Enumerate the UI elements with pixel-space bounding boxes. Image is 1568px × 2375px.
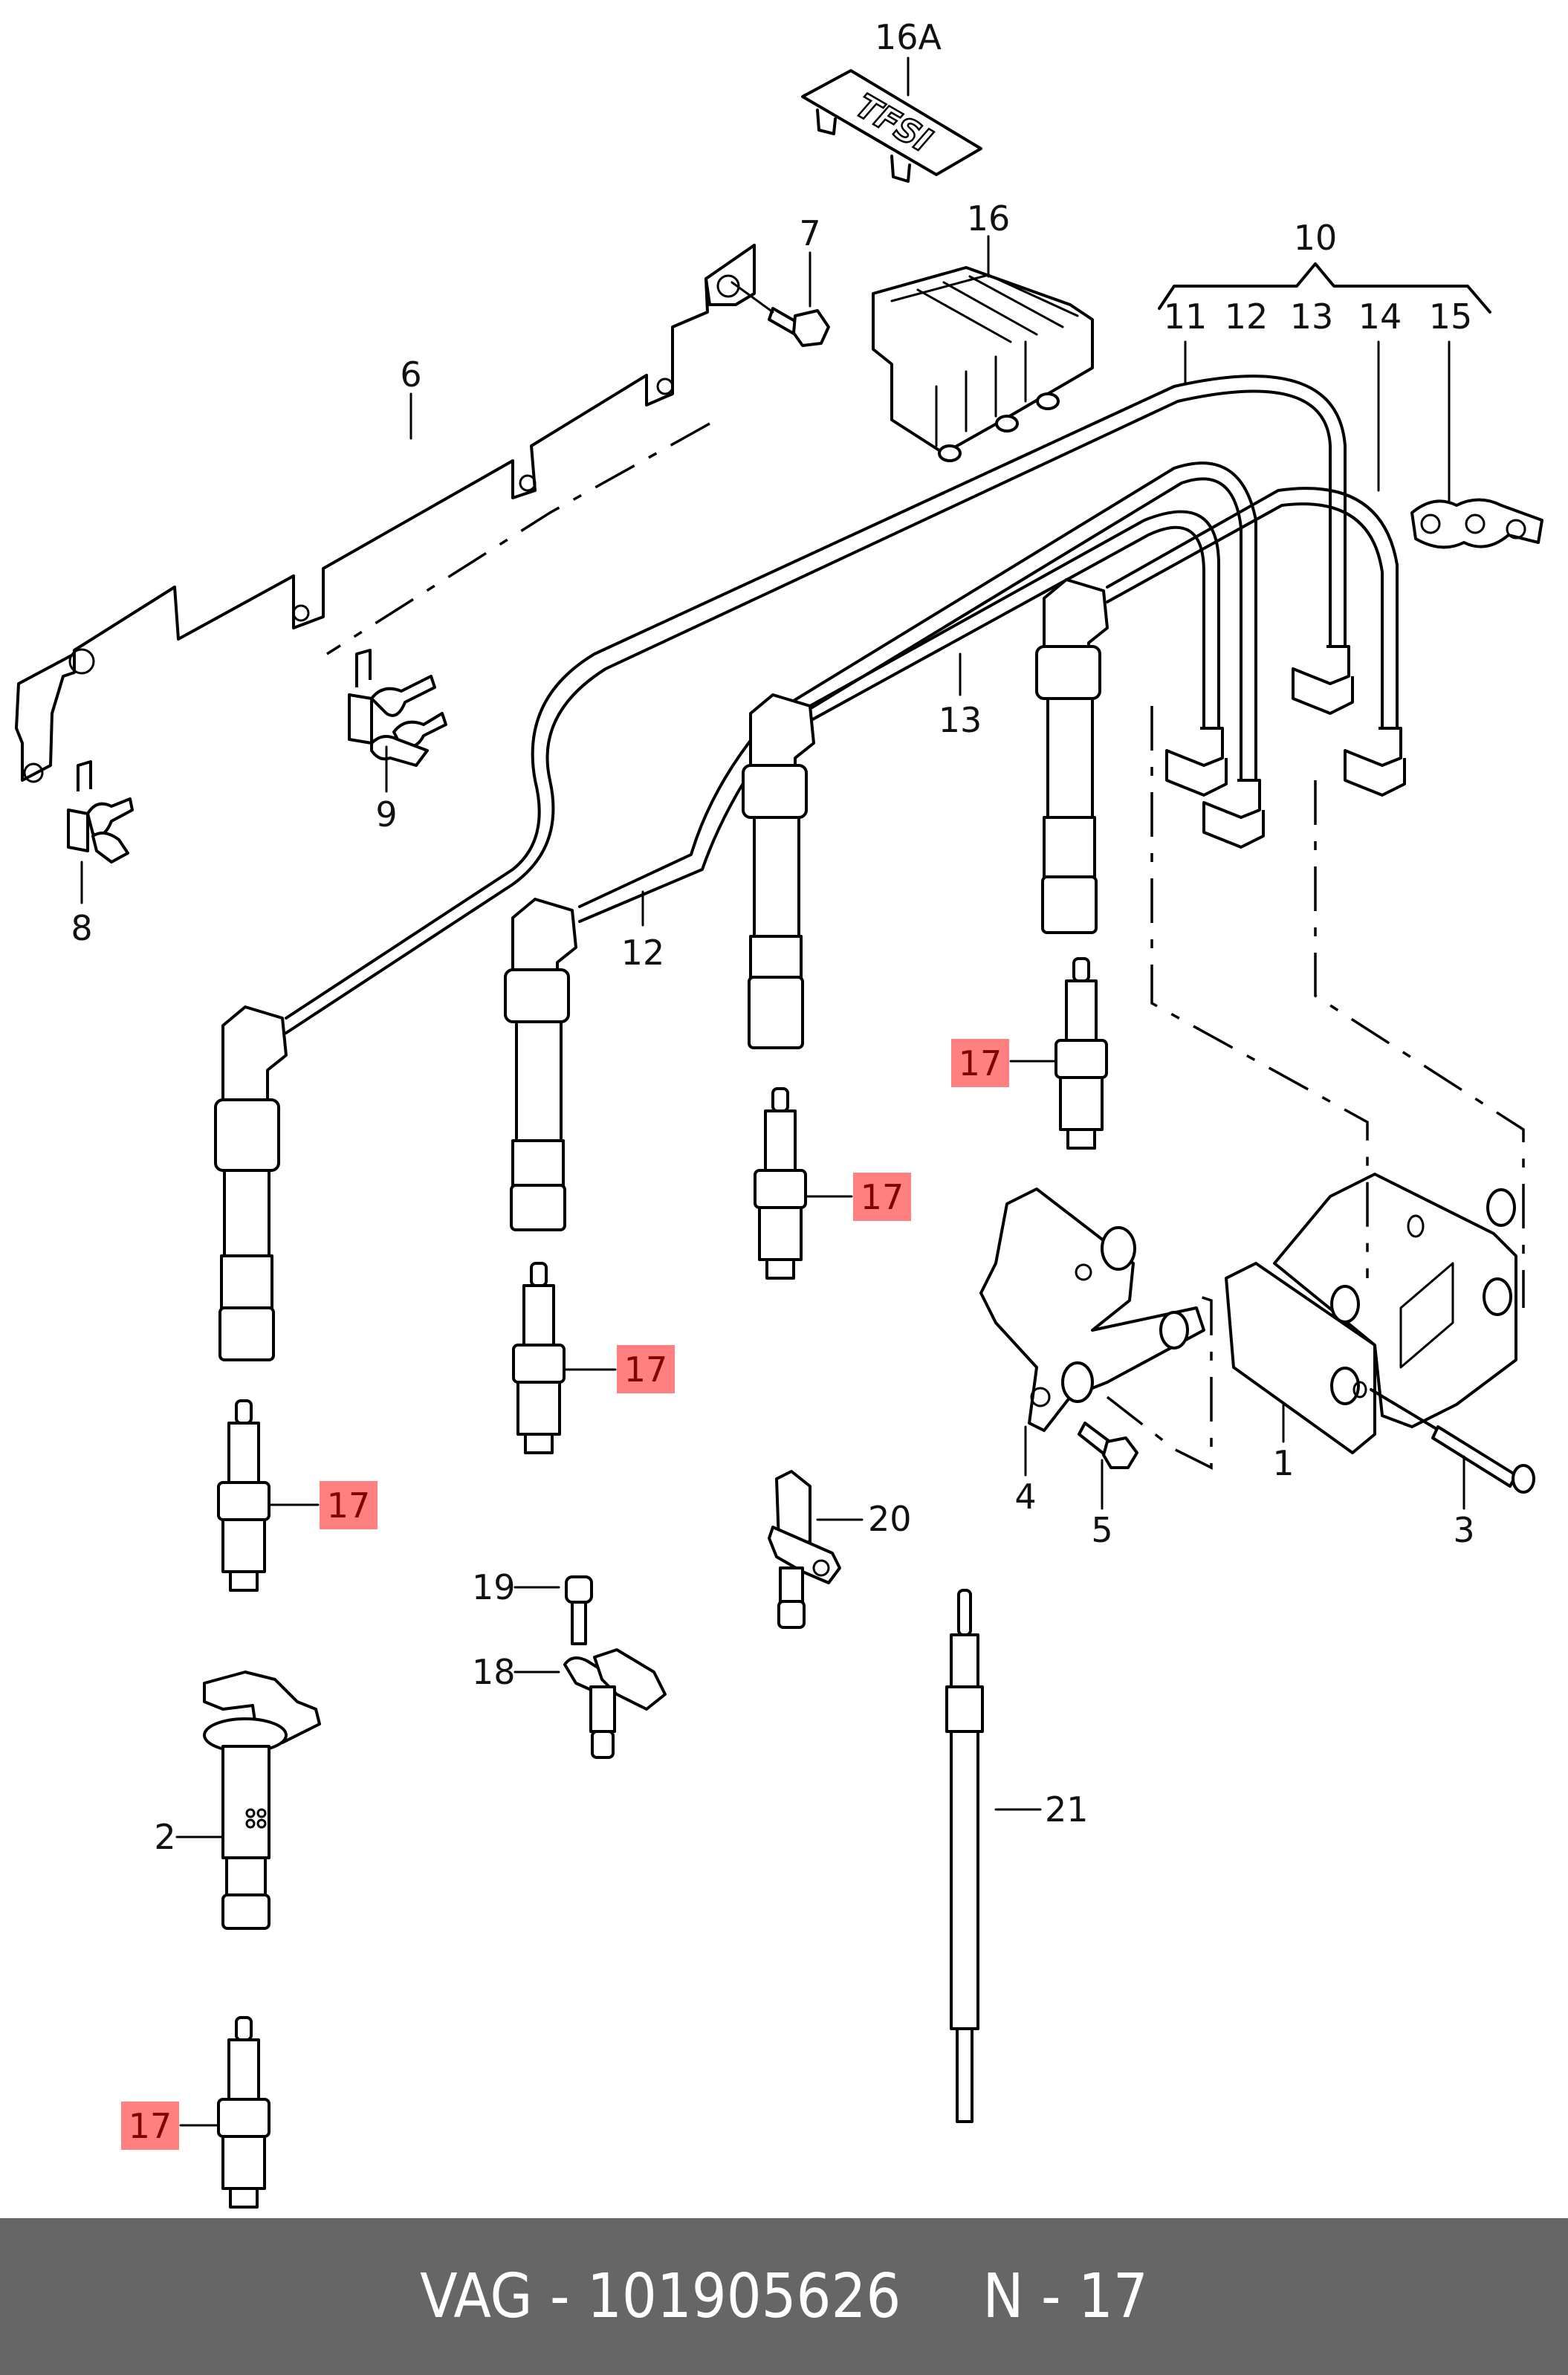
position-number: N - 17 [982, 2261, 1148, 2332]
parts-diagram: TFSI 16A 16 7 6 [15, 17, 1543, 2209]
callout-2: 2 [154, 1817, 175, 1857]
part-number: VAG - 101905626 [420, 2261, 901, 2332]
callout-4: 4 [1014, 1477, 1036, 1517]
callout-6: 6 [400, 354, 421, 395]
part-19-bolt[interactable] [514, 1575, 593, 1645]
spark-plug-17-e[interactable] [217, 2016, 270, 2209]
callout-18: 18 [472, 1652, 516, 1692]
callout-15: 15 [1429, 297, 1473, 337]
part-20-sensor[interactable] [768, 1470, 864, 1629]
callout-3: 3 [1453, 1510, 1474, 1550]
callout-12-lead: 12 [621, 933, 665, 973]
spark-plug-17-c[interactable] [512, 1262, 566, 1454]
callout-1: 1 [1272, 1443, 1294, 1483]
callout-17-a-text: 17 [959, 1043, 1002, 1083]
part-8-cable-clip[interactable] [67, 760, 134, 904]
callout-17-e[interactable]: 17 [121, 2102, 220, 2150]
callout-10: 10 [1294, 218, 1338, 258]
callout-17-c[interactable]: 17 [563, 1345, 675, 1393]
part-15-lead-clip[interactable] [1410, 498, 1543, 549]
callout-12: 12 [1225, 297, 1269, 337]
part-2-ignition-coil[interactable] [175, 1671, 321, 1930]
callout-7: 7 [799, 213, 820, 253]
plug-connector-4[interactable] [1035, 578, 1109, 934]
footer-bar: VAG - 101905626 N - 17 [0, 2218, 1568, 2375]
callout-16: 16 [967, 198, 1011, 239]
callout-17-e-text: 17 [129, 2106, 172, 2146]
part-6-bracket[interactable] [15, 244, 756, 783]
callout-17-b[interactable]: 17 [805, 1173, 911, 1221]
callout-8: 8 [71, 908, 92, 948]
part-4-bracket[interactable] [979, 1188, 1205, 1477]
part-1-ignition-coil-block[interactable] [1150, 706, 1525, 1454]
callout-20: 20 [868, 1499, 912, 1539]
callout-14: 14 [1358, 297, 1402, 337]
callout-19: 19 [472, 1567, 516, 1607]
part-5-bolt[interactable] [1078, 1292, 1213, 1510]
part-16a-tfsi-badge[interactable]: TFSI [801, 56, 982, 183]
part-21-glow-plug[interactable] [945, 1589, 1042, 2123]
part-10-ignition-lead-set[interactable] [285, 262, 1491, 1034]
spark-plug-17-d[interactable] [217, 1399, 270, 1592]
part-9-cable-clip[interactable] [348, 649, 447, 793]
callout-11: 11 [1164, 297, 1208, 337]
callout-21: 21 [1045, 1789, 1089, 1830]
callout-13: 13 [1290, 297, 1334, 337]
callout-9: 9 [375, 794, 397, 835]
spark-plug-17-a[interactable] [1054, 957, 1108, 1150]
callout-17-d-text: 17 [327, 1485, 371, 1526]
callout-16a: 16A [875, 17, 942, 57]
plug-connector-1[interactable] [214, 1005, 288, 1361]
spark-plug-17-b[interactable] [754, 1087, 807, 1280]
part-16-coil-pack[interactable] [872, 235, 1094, 462]
callout-5: 5 [1091, 1510, 1112, 1550]
callout-17-b-text: 17 [861, 1177, 904, 1217]
callout-17-a[interactable]: 17 [951, 1039, 1057, 1087]
plug-connector-3[interactable] [742, 693, 815, 1049]
callout-13-lead: 13 [939, 700, 982, 740]
part-18-sensor[interactable] [514, 1648, 667, 1759]
plug-connector-2[interactable] [504, 898, 577, 1231]
part-3-bolt[interactable] [1370, 1388, 1535, 1510]
callout-17-d[interactable]: 17 [268, 1481, 378, 1529]
callout-17-c-text: 17 [624, 1349, 668, 1390]
